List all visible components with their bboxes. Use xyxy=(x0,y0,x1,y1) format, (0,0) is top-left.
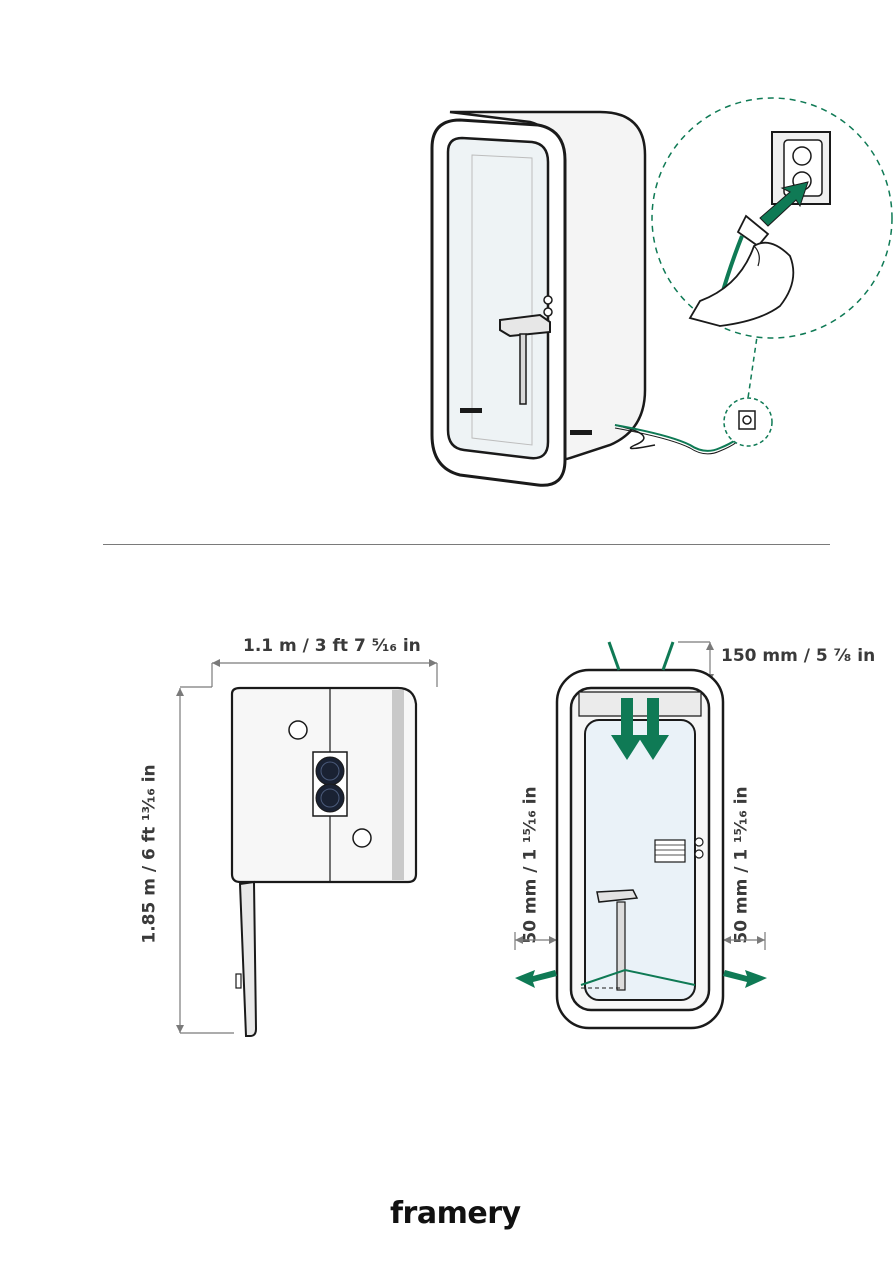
booth-side-view xyxy=(230,686,418,1037)
section-divider xyxy=(103,544,830,545)
width-dimension-label: 1.1 m / 3 ft 7 ⁵⁄₁₆ in xyxy=(243,636,421,656)
wall-socket-icon xyxy=(723,397,773,447)
width-dimension-line xyxy=(180,659,438,688)
booth-top-view xyxy=(514,641,767,1030)
top-clearance-label: 150 mm / 5 ⁷⁄₈ in xyxy=(721,646,876,666)
power-plug-icon xyxy=(651,97,893,339)
callout-connector xyxy=(747,330,759,399)
height-dimension-label: 1.85 m / 6 ft ¹³⁄₁₆ in xyxy=(139,764,160,944)
phone-booth-illustration xyxy=(430,110,656,487)
airflow-arrow-icon xyxy=(515,641,767,988)
framery-logo: framery xyxy=(390,1196,521,1231)
fan-icon xyxy=(312,751,348,817)
height-dimension-line xyxy=(176,688,234,1034)
